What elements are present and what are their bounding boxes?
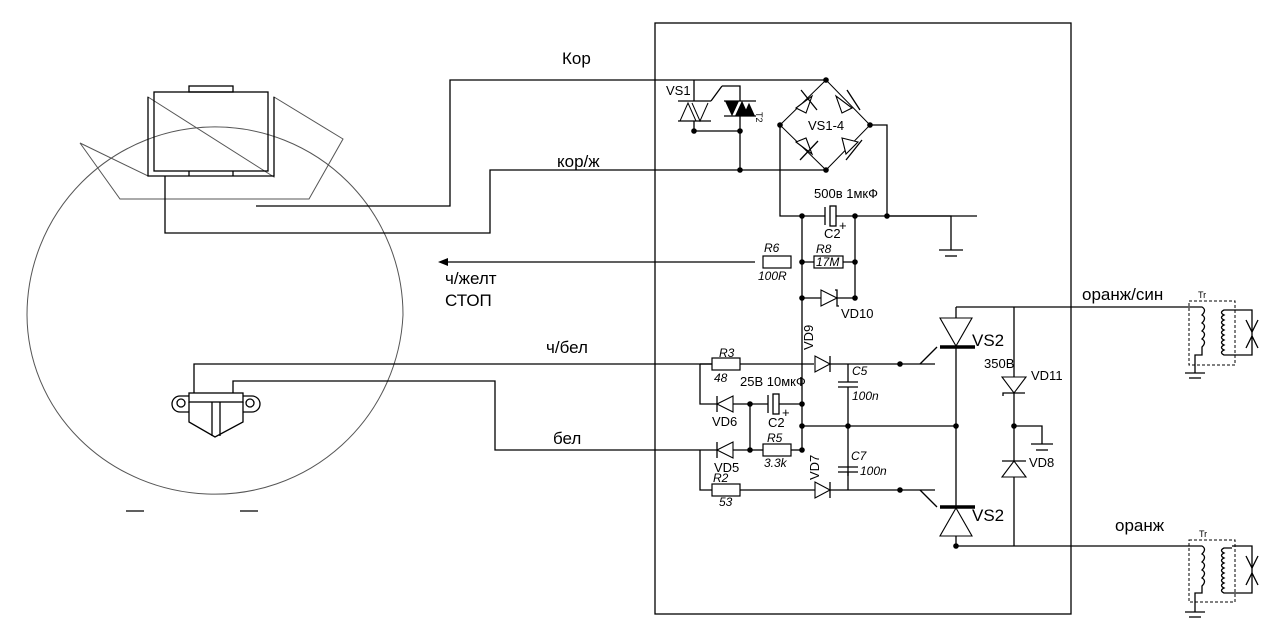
r3-row	[699, 355, 935, 405]
label-vd10: VD10	[841, 306, 874, 321]
vd6-diode	[712, 395, 753, 413]
label-r6-value: 100R	[758, 269, 787, 283]
label-oranzh: оранж	[1115, 516, 1165, 535]
label-vd5: VD5	[714, 460, 739, 475]
label-c2-mid-rating: 25В 10мкФ	[740, 374, 806, 389]
ground-mid	[1011, 423, 1053, 451]
center-node	[799, 423, 959, 429]
r5-resistor	[750, 443, 805, 457]
label-c2-top: C2	[824, 226, 841, 241]
bridge-rectifier	[777, 77, 888, 217]
label-r6: R6	[764, 241, 780, 255]
vd8-zener	[1000, 460, 1028, 478]
r8-resistor	[799, 255, 858, 269]
label-kor: Кор	[562, 49, 591, 68]
label-kor-zh: кор/ж	[557, 152, 600, 171]
t2-triac	[724, 100, 756, 173]
label-vd11: VD11	[1031, 368, 1063, 383]
label-ch-zhelt: ч/желт	[445, 269, 497, 288]
wire-ch-bel	[193, 363, 712, 393]
label-stop: СТОП	[445, 291, 492, 310]
label-r3: R3	[719, 346, 735, 360]
label-c2-top-rating: 500в 1мкФ	[814, 186, 878, 201]
vs2-top-thyristor	[919, 306, 1180, 546]
label-bel: бел	[553, 429, 581, 448]
label-vd11-rating: 350В	[984, 356, 1014, 371]
vs1-triac	[678, 80, 743, 134]
vs2-bottom-thyristor	[919, 489, 1180, 549]
label-c2-mid: C2	[768, 415, 785, 430]
vd10-zener	[799, 289, 858, 307]
svg-text:+: +	[839, 218, 847, 233]
label-tr-bottom: Tr	[1199, 529, 1207, 539]
wire-bel	[232, 380, 716, 451]
label-vs2-bottom: VS2	[972, 506, 1004, 525]
label-c7: C7	[851, 449, 868, 463]
label-r2: R2	[713, 471, 729, 485]
c2-mid-capacitor: +	[750, 393, 805, 420]
label-r8: R8	[816, 242, 832, 256]
label-t2: T2	[754, 112, 764, 123]
label-r5: R5	[767, 431, 783, 445]
c5-capacitor	[838, 364, 858, 476]
label-bridge: VS1-4	[808, 118, 844, 133]
c7-capacitor	[838, 466, 858, 490]
label-vd8: VD8	[1029, 455, 1054, 470]
svg-text:+: +	[782, 405, 790, 420]
label-ch-bel: ч/бел	[546, 338, 588, 357]
wire-stop	[438, 258, 755, 266]
label-vd6: VD6	[712, 414, 737, 429]
label-tr-top: Tr	[1198, 290, 1206, 300]
board-frame	[654, 22, 1072, 615]
transformer-bottom	[1180, 539, 1259, 618]
label-oranzh-sin: оранж/син	[1082, 285, 1163, 304]
label-c7-value: 100n	[860, 464, 887, 478]
electrode	[171, 392, 261, 438]
ground-top	[887, 215, 963, 257]
label-vd9: VD9	[801, 325, 816, 350]
wire-kor	[256, 79, 826, 207]
label-vs2-top: VS2	[972, 331, 1004, 350]
top-block	[79, 85, 344, 200]
wire-kor-zh	[164, 169, 826, 234]
label-r3-value: 48	[714, 371, 728, 385]
label-vs1: VS1	[666, 83, 691, 98]
label-c5: C5	[852, 364, 868, 378]
r2-row	[711, 481, 935, 499]
r6-resistor	[762, 255, 792, 269]
label-c5-value: 100n	[852, 389, 879, 403]
label-r2-value: 53	[719, 495, 733, 509]
label-r5-value: 3.3k	[764, 456, 788, 470]
label-r8-value: 17M	[816, 255, 839, 269]
label-vd7: VD7	[807, 455, 822, 480]
appliance-outline	[26, 126, 404, 495]
transformer-top	[1180, 300, 1259, 379]
